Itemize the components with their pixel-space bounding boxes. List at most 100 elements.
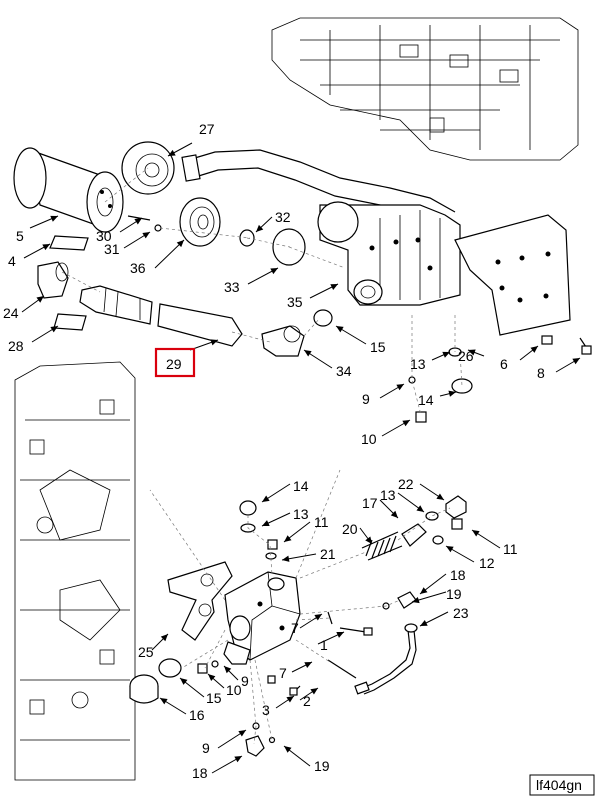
- o-ring-21: [265, 552, 277, 560]
- callout-16: 16: [189, 707, 205, 723]
- arrow-head: [176, 240, 184, 248]
- arrow-head: [416, 505, 424, 512]
- arrow-head: [256, 224, 264, 232]
- bolt-6: [541, 335, 553, 345]
- arrow-head: [446, 546, 454, 553]
- bolt-30: [127, 215, 151, 221]
- callout-15-upper: 15: [370, 339, 386, 355]
- arrow-head: [472, 530, 480, 537]
- fitting-22: [445, 495, 467, 519]
- callout-28: 28: [8, 338, 24, 354]
- callout-31: 31: [104, 241, 120, 257]
- arrow-head: [270, 268, 278, 275]
- fitting-18-right: [397, 591, 417, 609]
- callout-19-bottom: 19: [314, 758, 330, 774]
- callout-2: 2: [303, 693, 311, 709]
- callout-10-upper: 10: [361, 431, 377, 447]
- callout-25: 25: [138, 644, 154, 660]
- callout-22: 22: [398, 476, 414, 492]
- arrow-head: [402, 420, 410, 427]
- washer-9-lower: [211, 660, 219, 668]
- callout-8: 8: [537, 365, 545, 381]
- arrow-head: [284, 746, 292, 753]
- callout-29: 29: [166, 356, 182, 372]
- arrow-head: [142, 232, 150, 239]
- gasket-4: [49, 235, 89, 251]
- fitting-18-bottom: [245, 735, 265, 757]
- callout-5: 5: [16, 228, 24, 244]
- arrow-head: [336, 632, 344, 638]
- gasket-25: [167, 561, 233, 641]
- arrow-head: [436, 493, 444, 500]
- callout-15-lower: 15: [206, 690, 222, 706]
- callout-7-upper: 7: [291, 620, 299, 636]
- engine-block-upper: [271, 17, 579, 161]
- seal-ring-36: [179, 197, 221, 247]
- arrow-head: [160, 634, 168, 642]
- arrow-head: [304, 662, 312, 668]
- callout-14-upper: 14: [418, 392, 434, 408]
- o-ring-33: [272, 228, 306, 266]
- arrow-head: [442, 351, 450, 358]
- arrow-head: [314, 614, 322, 621]
- plunger-17: [401, 523, 427, 547]
- o-ring-15-upper: [313, 309, 333, 327]
- arrow-head: [468, 349, 476, 356]
- callout-11-upper: 11: [314, 514, 329, 530]
- arrow-head: [50, 215, 58, 222]
- arrow-head: [420, 620, 428, 626]
- tube-23: [354, 623, 418, 695]
- arrow-head: [224, 666, 232, 674]
- callout-21: 21: [320, 546, 336, 562]
- callout-18-bottom: 18: [192, 765, 208, 781]
- callout-11-right: 11: [503, 541, 518, 557]
- plug-3: [267, 675, 276, 684]
- arrow-head: [330, 284, 338, 290]
- callout-30: 30: [96, 228, 112, 244]
- callout-1: 1: [320, 637, 328, 653]
- o-ring-15-lower: [158, 658, 182, 678]
- arrow-head: [208, 674, 216, 682]
- arrow-head: [304, 350, 312, 357]
- plug-10-lower: [197, 663, 208, 674]
- cooler-housing: [317, 201, 461, 306]
- arrow-head: [530, 346, 538, 353]
- callout-9-bottom: 9: [202, 740, 210, 756]
- arrow-head: [42, 244, 50, 251]
- engine-block-lower: [14, 361, 136, 781]
- cap-16: [129, 674, 159, 704]
- arrow-head: [234, 756, 242, 763]
- callout-13-valve: 13: [380, 487, 396, 503]
- arrow-head: [448, 390, 456, 397]
- arrow-head: [310, 688, 318, 695]
- arrow-head: [396, 384, 404, 391]
- callout-13-lower: 13: [293, 506, 309, 522]
- arrow-head: [284, 535, 292, 542]
- callout-26: 26: [458, 348, 474, 364]
- callout-9-upper: 9: [362, 391, 370, 407]
- arrow-head: [160, 698, 168, 705]
- bolt-7-upper: [327, 611, 333, 625]
- valve-body: [223, 571, 301, 665]
- arrow-head: [365, 536, 372, 544]
- arrow-head: [36, 296, 44, 303]
- plug-10-upper: [415, 411, 427, 423]
- highlight-box: [154, 347, 196, 378]
- callout-27: 27: [199, 121, 215, 137]
- plug-14-lower: [239, 500, 257, 516]
- callout-12: 12: [479, 555, 495, 571]
- callout-13-upper: 13: [410, 356, 426, 372]
- arrow-head: [238, 730, 246, 737]
- arrow-head: [286, 696, 294, 703]
- washer-19-bottom: [268, 736, 276, 744]
- callout-36: 36: [130, 260, 146, 276]
- callout-23: 23: [453, 605, 469, 621]
- reference-code: lf404gn: [536, 777, 582, 793]
- arrow-head: [282, 555, 290, 562]
- callout-34: 34: [336, 363, 352, 379]
- callout-7-lower: 7: [279, 665, 287, 681]
- arrow-head: [134, 218, 142, 225]
- arrow-head: [262, 495, 270, 502]
- o-ring-32: [239, 229, 255, 247]
